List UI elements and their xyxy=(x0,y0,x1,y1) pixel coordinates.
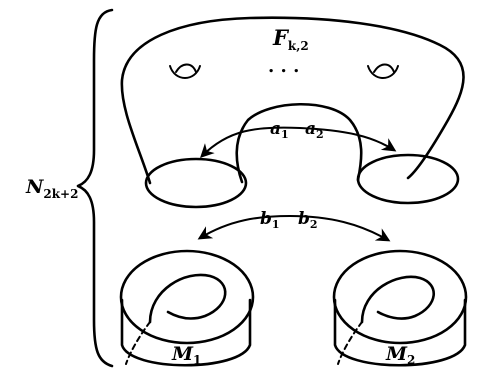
b-arrow xyxy=(197,215,391,242)
solid-torus-m1 xyxy=(119,249,255,367)
handle-dots: . . . xyxy=(268,56,299,77)
b2-label: b2 xyxy=(298,209,318,231)
handle-left xyxy=(169,63,201,79)
upper-surface-inner-arch xyxy=(235,103,363,184)
n-label: N2k+2 xyxy=(25,176,78,201)
m2-label: M2 xyxy=(385,343,415,367)
b1-label: b1 xyxy=(260,209,280,231)
m1-label: M1 xyxy=(171,343,201,367)
upper-surface-outline xyxy=(120,16,465,185)
f-label: Fk,2 xyxy=(272,25,309,53)
handle-right xyxy=(367,63,399,79)
left-brace xyxy=(76,8,114,368)
a1-label: a1 xyxy=(270,119,289,141)
a-arrow xyxy=(200,126,397,158)
boundary-circle-left xyxy=(144,157,248,209)
boundary-circle-right xyxy=(356,153,460,205)
solid-torus-m2 xyxy=(332,249,468,367)
a2-label: a2 xyxy=(305,119,324,141)
